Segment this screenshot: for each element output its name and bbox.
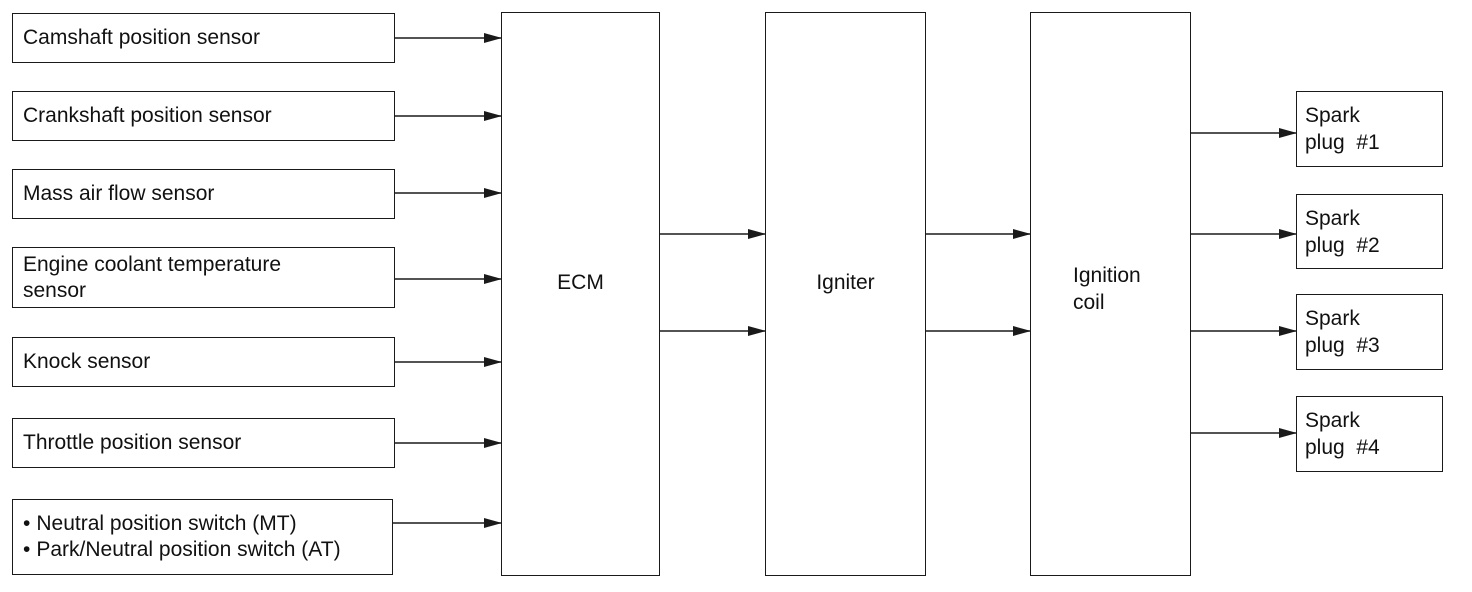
input-throttle-position-sensor: Throttle position sensor: [12, 418, 395, 468]
input-knock-sensor: Knock sensor: [12, 337, 395, 387]
spark-plug-label-line-1: Spark: [1305, 206, 1360, 230]
spark-plug-2: Spark plug #2: [1296, 194, 1443, 269]
input-label-line-1: Engine coolant temperature: [23, 252, 281, 276]
spark-plug-label-line-2: plug #3: [1305, 334, 1380, 357]
input-label: Knock sensor: [23, 350, 151, 373]
ignition-coil-label-line-2: coil: [1073, 291, 1105, 314]
input-engine-coolant-temperature-sensor: Engine coolant temperature sensor: [12, 247, 395, 308]
ecm-block: ECM: [501, 12, 660, 576]
ignition-coil-block: Ignition coil: [1030, 12, 1191, 576]
input-label: Throttle position sensor: [23, 431, 242, 454]
spark-plug-label-line-2: plug #1: [1305, 131, 1380, 154]
spark-plug-label-line-1: Spark: [1305, 409, 1360, 432]
spark-plug-1: Spark plug #1: [1296, 91, 1443, 167]
spark-plug-label-line-2: plug #4: [1305, 436, 1380, 459]
igniter-label: Igniter: [816, 271, 875, 294]
input-mass-air-flow-sensor: Mass air flow sensor: [12, 169, 395, 219]
input-label-line-2: Park/Neutral position switch (AT): [23, 537, 392, 563]
ignition-coil-label-line-1: Ignition: [1073, 264, 1141, 287]
input-camshaft-position-sensor: Camshaft position sensor: [12, 13, 395, 63]
input-neutral-position-switches: Neutral position switch (MT) Park/Neutra…: [12, 499, 393, 575]
input-label: Mass air flow sensor: [23, 182, 215, 205]
input-label-line-1: Neutral position switch (MT): [23, 511, 392, 537]
spark-plug-label-line-1: Spark: [1305, 307, 1360, 330]
spark-plug-label-line-1: Spark: [1305, 104, 1360, 127]
ignition-coil-label: Ignition coil: [1073, 262, 1141, 316]
igniter-block: Igniter: [765, 12, 926, 576]
spark-plug-3: Spark plug #3: [1296, 294, 1443, 370]
spark-plug-label-line-2: plug #2: [1305, 233, 1380, 257]
input-label-line-2: sensor: [23, 278, 87, 302]
input-label: Camshaft position sensor: [23, 26, 260, 49]
ecm-label: ECM: [557, 271, 604, 294]
input-label: Crankshaft position sensor: [23, 104, 272, 127]
spark-plug-4: Spark plug #4: [1296, 396, 1443, 472]
input-crankshaft-position-sensor: Crankshaft position sensor: [12, 91, 395, 141]
